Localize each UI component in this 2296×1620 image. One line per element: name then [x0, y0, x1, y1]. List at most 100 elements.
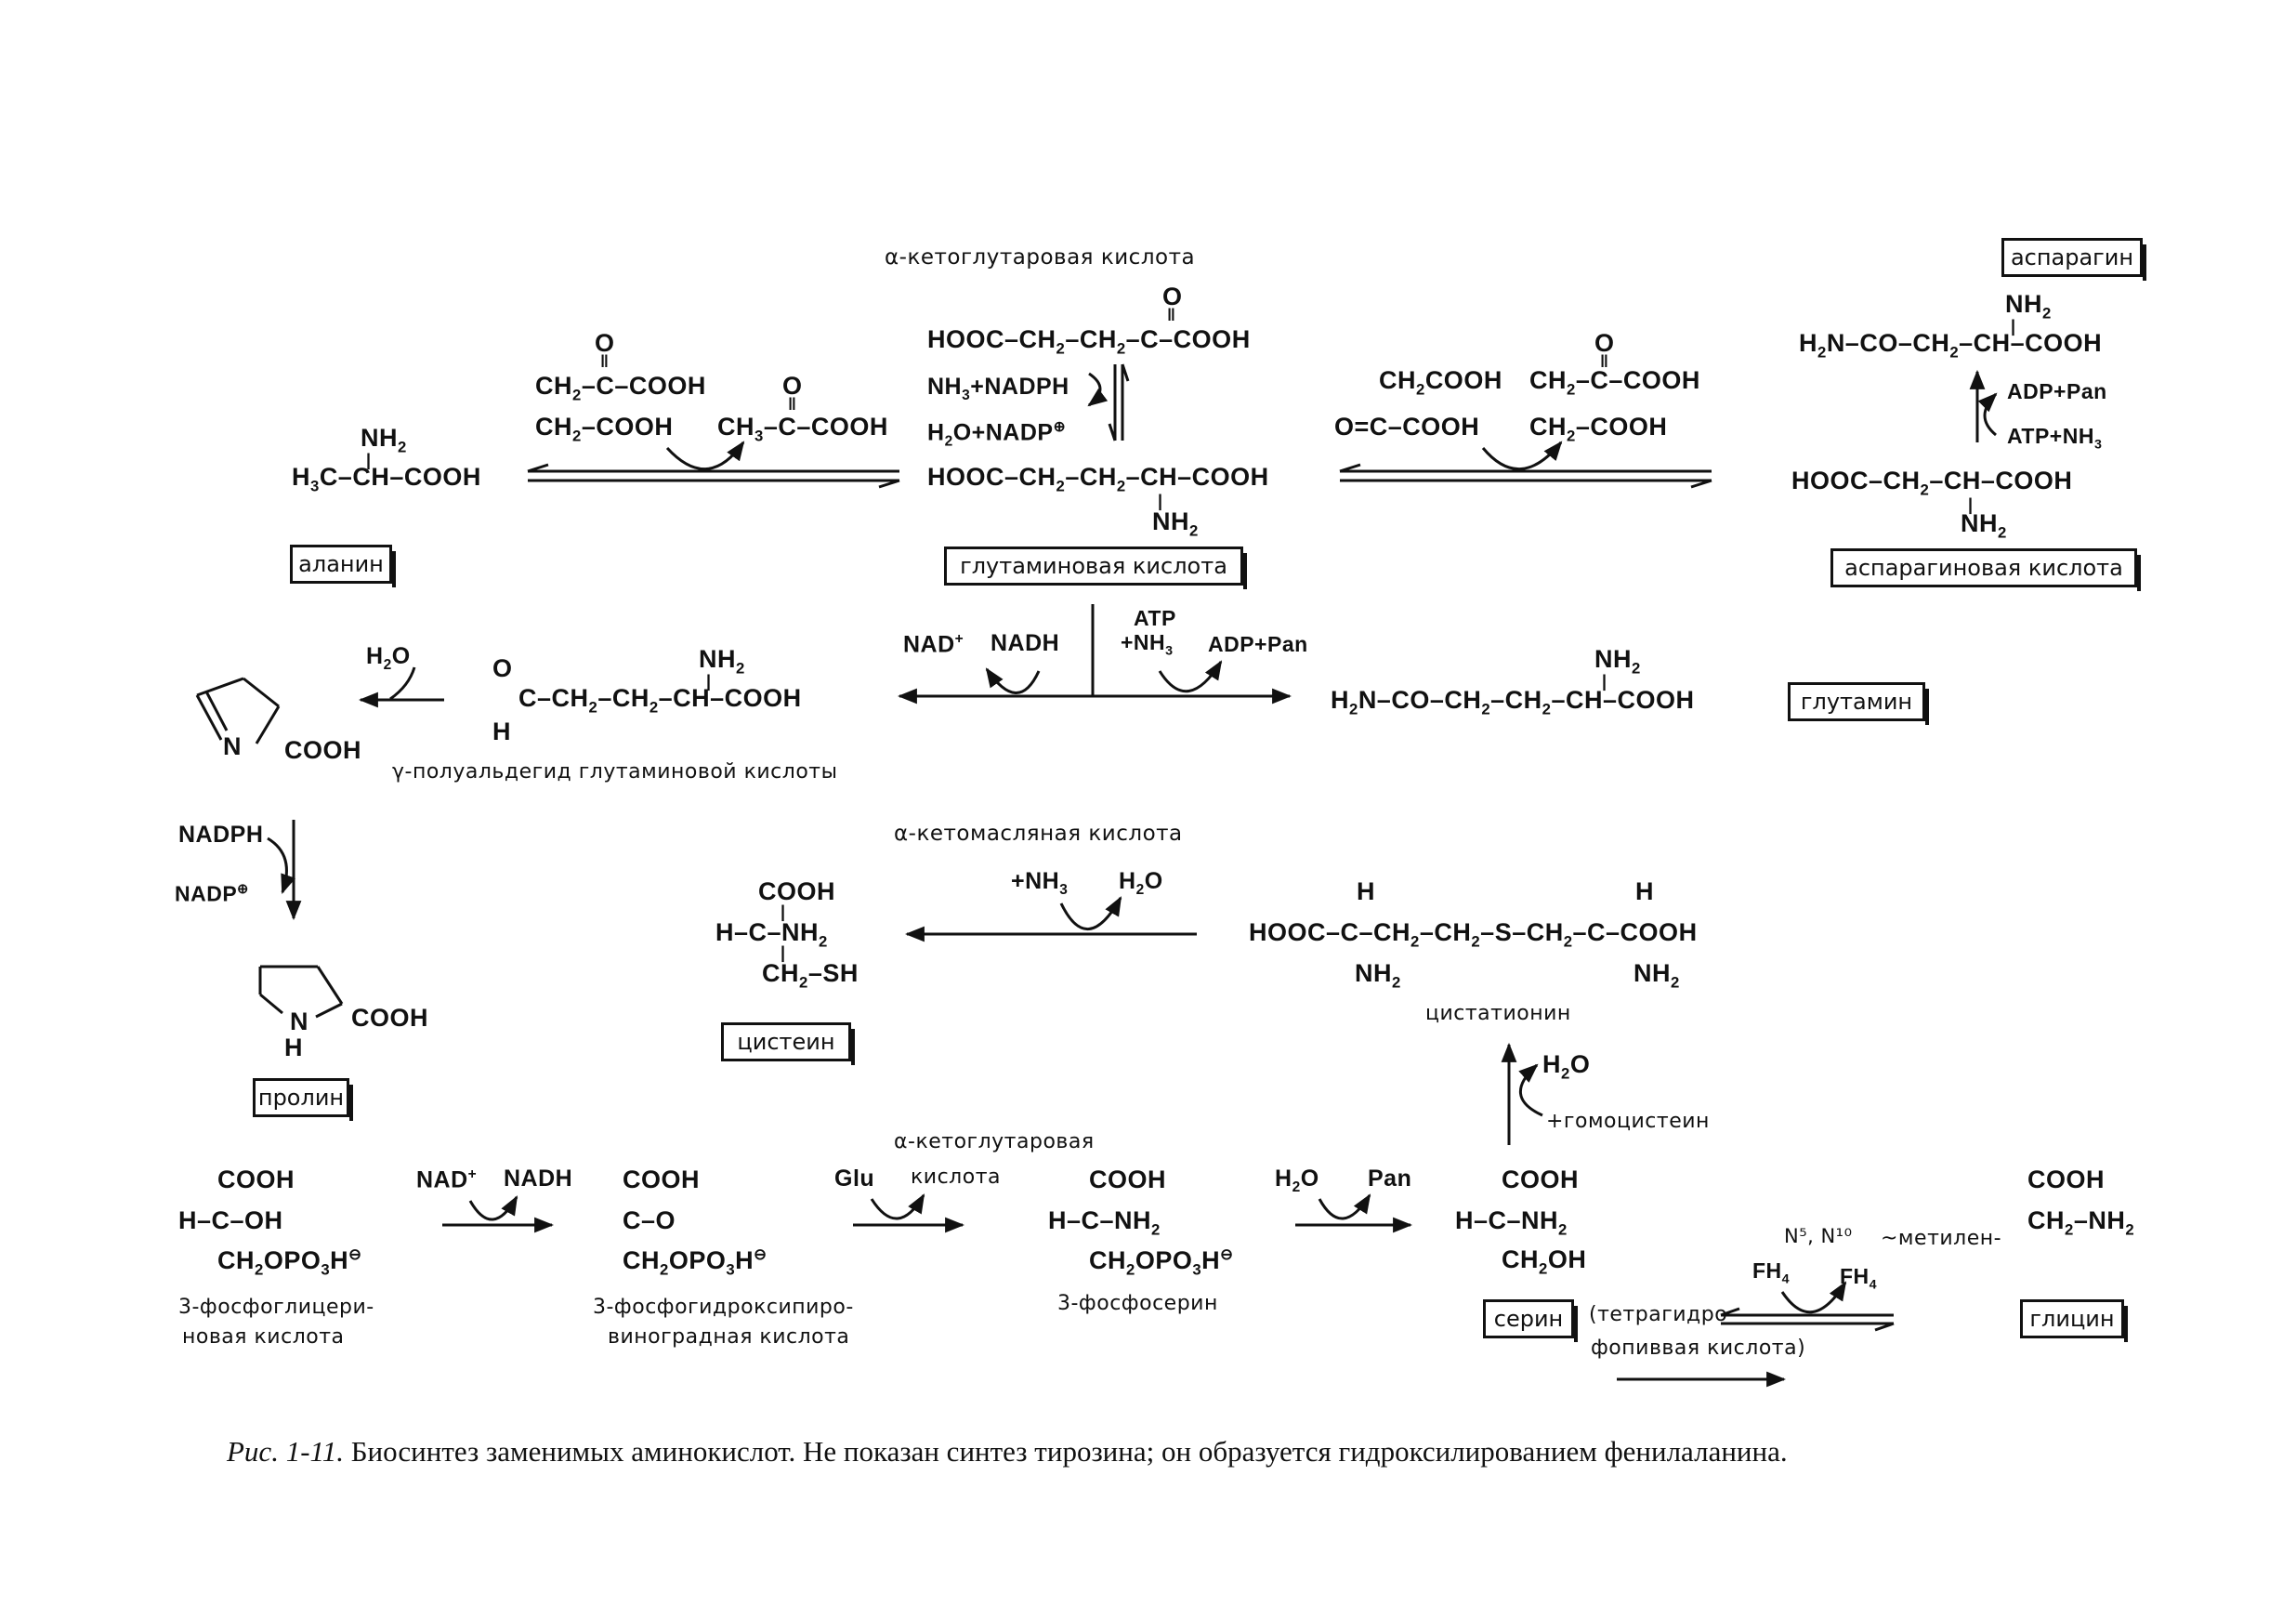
- formula-fh4-1: FH4: [1752, 1258, 1791, 1287]
- formula-semialdehyde-nh2: NH2: [699, 645, 745, 678]
- formula-semialdehyde: C–CH2–CH2–CH–COOH: [518, 684, 802, 717]
- arrow-cyclization: [358, 666, 444, 708]
- formula-cysteine-mid: H–C–NH2: [715, 918, 828, 951]
- formula-oxaloacetate-top: CH2–C–COOH: [535, 372, 706, 404]
- formula-pyruvate-oxo: O: [782, 372, 803, 400]
- formula-php-bottom: CH2OPO3H⊖: [623, 1245, 768, 1279]
- box-alanine: аланин: [290, 545, 396, 587]
- formula-nadh-2: NADH: [504, 1166, 573, 1192]
- formula-akg-double-bond: ‖: [1167, 306, 1176, 324]
- arrow-glutamate-branch: [897, 604, 1292, 705]
- label-thf-1: (тетрагидро-: [1589, 1303, 1736, 1326]
- label-n5n10: N⁵, N¹⁰: [1784, 1225, 1853, 1247]
- formula-h2o-cys: H2O: [1119, 868, 1163, 898]
- formula-asparagine: H2N–CO–CH2–CH–COOH: [1799, 329, 2103, 362]
- label-glu-semialdehyde: γ-полуальдегид глутаминовой кислоты: [392, 760, 838, 784]
- label-methylene: ~метилен-: [1881, 1227, 2002, 1250]
- formula-oxaloacetate-double-bond: ‖: [600, 352, 610, 371]
- formula-plus-nh3: +NH3: [1011, 868, 1069, 898]
- formula-asparagine-nh2: NH2: [2005, 290, 2052, 323]
- formula-oxaloacetate2-bottom: O=C–COOH: [1334, 413, 1480, 441]
- formula-glu: Glu: [834, 1166, 875, 1192]
- formula-proline-h: H: [284, 1034, 303, 1061]
- formula-pyrroline-n: N: [223, 732, 242, 760]
- formula-3pg-mid: H–C–OH: [178, 1206, 283, 1234]
- formula-fh4-2: FH4: [1840, 1264, 1878, 1293]
- label-homocysteine: +гомоцистеин: [1546, 1110, 1710, 1133]
- formula-oxaloacetate-oxo: O: [595, 329, 615, 357]
- formula-akg2-top: CH2–C–COOH: [1529, 366, 1700, 399]
- label-3pg-1: 3-фосфоглицери-: [178, 1296, 374, 1319]
- arrow-proline-reduction: [267, 820, 302, 921]
- formula-alanine-bond: |: [366, 451, 372, 469]
- label-3ps: 3-фосфосерин: [1057, 1292, 1218, 1315]
- formula-nh3: +NH3: [1121, 630, 1174, 659]
- arrow-cysteine-synthesis: [904, 896, 1197, 942]
- label-php-2: виноградная кислота: [608, 1325, 850, 1349]
- formula-nadph: NADPH: [178, 822, 264, 848]
- formula-cysteine-sh: CH2–SH: [762, 959, 859, 992]
- box-serine: серин: [1483, 1299, 1578, 1342]
- formula-3pg-cooh: COOH: [217, 1166, 295, 1193]
- pyrroline-ring: [195, 677, 281, 744]
- formula-pyruvate-double-bond: ‖: [788, 395, 797, 414]
- equilibrium-arrow-glutamate-dehydrogenase: [1087, 363, 1130, 441]
- formula-serine-bottom: CH2OH: [1502, 1245, 1587, 1278]
- formula-adp-pan-asn: ADP+Pan: [2007, 379, 2107, 403]
- formula-nadp: NADP⊕: [175, 881, 249, 906]
- formula-proline-n: N: [290, 1008, 308, 1035]
- arrow-pg-to-php: [442, 1195, 555, 1233]
- formula-alpha-ketoglutarate: HOOC–CH2–CH2–C–COOH: [927, 325, 1251, 358]
- box-glutamate: глутаминовая кислота: [944, 547, 1247, 589]
- formula-cystathionine-h2: H: [1635, 877, 1654, 905]
- figure-caption: Рис. 1-11. Биосинтез заменимых аминокисл…: [227, 1437, 1788, 1466]
- arrow-ps-to-serine: [1295, 1193, 1413, 1233]
- formula-cysteine-cooh: COOH: [758, 877, 835, 905]
- formula-aspartate-bond: |: [1968, 495, 1974, 514]
- formula-h2o-cth: H2O: [1542, 1050, 1591, 1083]
- box-glutamine: глутамин: [1788, 682, 1929, 725]
- formula-glycine: CH2–NH2: [2027, 1206, 2135, 1239]
- proline-ring: [258, 965, 344, 1019]
- box-glycine: глицин: [2020, 1299, 2128, 1342]
- box-cysteine: цистеин: [721, 1022, 855, 1065]
- formula-akg-oxo: O: [1162, 283, 1183, 310]
- caption-text: Биосинтез заменимых аминокислот. Не пока…: [350, 1435, 1788, 1468]
- formula-cystathionine: HOOC–C–CH2–CH2–S–CH2–C–COOH: [1249, 918, 1698, 951]
- formula-akg2-oxo: O: [1594, 329, 1615, 357]
- formula-akg2-double-bond: ‖: [1600, 352, 1609, 371]
- formula-glutamate: HOOC–CH2–CH2–CH–COOH: [927, 463, 1269, 495]
- formula-oxaloacetate-bottom: CH2–COOH: [535, 413, 674, 445]
- label-alpha-ketoglutarate: α-кетоглутаровая кислота: [885, 245, 1196, 270]
- formula-cysteine-bond1: |: [781, 902, 786, 921]
- formula-h2o-ps: H2O: [1275, 1166, 1319, 1195]
- box-proline: пролин: [253, 1078, 353, 1121]
- formula-nh3-nadph: NH3+NADPH: [927, 374, 1069, 403]
- formula-semialdehyde-h: H: [492, 718, 511, 745]
- formula-atp-nh3-asn: ATP+NH3: [2007, 424, 2103, 453]
- formula-pyruvate: CH3–C–COOH: [717, 413, 888, 445]
- formula-aspartate-nh2: NH2: [1961, 509, 2007, 542]
- formula-cystathionine-nh2-1: NH2: [1355, 959, 1401, 992]
- formula-atp: ATP: [1134, 606, 1176, 630]
- formula-cystathionine-h1: H: [1357, 877, 1375, 905]
- arrow-cystathionine-synthesis: [1501, 1042, 1543, 1145]
- formula-php-mid: C–O: [623, 1206, 676, 1234]
- formula-cysteine-bond2: |: [781, 943, 786, 962]
- formula-nad-plus: NAD+: [903, 631, 964, 658]
- formula-serine-cooh: COOH: [1502, 1166, 1579, 1193]
- formula-ps-cooh: COOH: [1089, 1166, 1166, 1193]
- formula-pan: Pan: [1368, 1166, 1412, 1192]
- label-thf-2: фопиввая кислота): [1591, 1337, 1806, 1360]
- caption-label: Рис. 1-11.: [227, 1435, 344, 1468]
- formula-pyrroline-cooh: COOH: [284, 736, 361, 764]
- label-cystathionine: цистатионин: [1425, 1002, 1571, 1025]
- arrow-asparagine-synthesis: [1969, 369, 1998, 442]
- formula-ps-bottom: CH2OPO3H⊖: [1089, 1245, 1234, 1279]
- formula-h2o-nadp: H2O+NADP⊕: [927, 419, 1067, 450]
- label-akg-bottom-1: α-кетоглутаровая: [894, 1130, 1095, 1153]
- formula-php-cooh: COOH: [623, 1166, 700, 1193]
- formula-3pg-bottom: CH2OPO3H⊖: [217, 1245, 362, 1279]
- formula-asparagine-bond: |: [2011, 317, 2016, 336]
